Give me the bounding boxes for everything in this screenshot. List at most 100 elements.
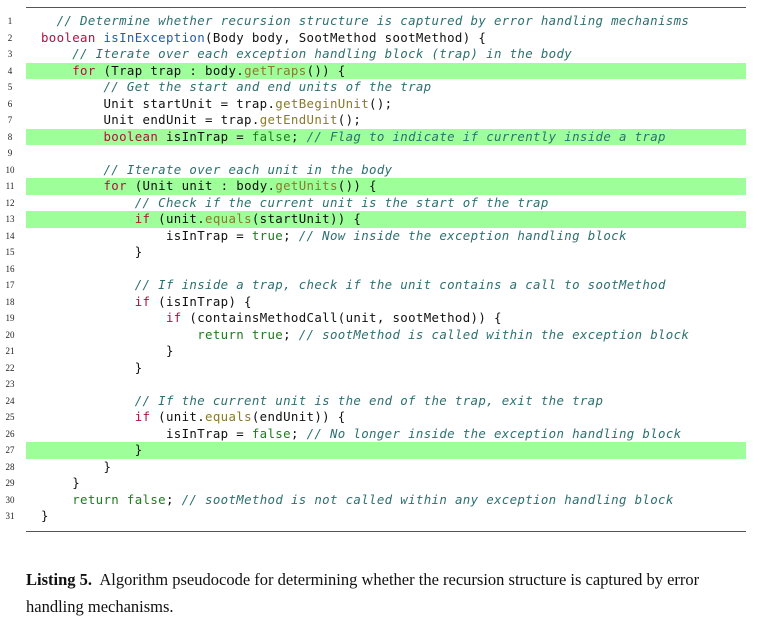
code-line: 3 // Iterate over each exception handlin… [0, 46, 761, 63]
code-line: 5 // Get the start and end units of the … [0, 79, 761, 96]
line-source: for (Unit unit : body.getUnits()) { [41, 178, 377, 195]
code-text [41, 63, 72, 78]
code-comment: // sootMethod is called within the excep… [298, 326, 690, 342]
line-number: 7 [7, 115, 13, 125]
code-text [41, 178, 103, 193]
code-token-call: equals [205, 409, 252, 424]
code-text: ; [283, 326, 299, 342]
code-line-highlighted: 8 boolean isInTrap = false; // Flag to i… [0, 128, 761, 146]
code-line: 19 if (containsMethodCall(unit, sootMeth… [0, 310, 761, 327]
code-text: ; [165, 491, 182, 507]
code-text: (Body body, SootMethod sootMethod) { [205, 29, 487, 45]
line-source: boolean isInException(Body body, SootMet… [41, 30, 486, 47]
code-text [119, 492, 127, 507]
line-source: // Check if the current unit is the star… [41, 195, 549, 212]
line-number: 5 [7, 82, 13, 92]
line-highlight [26, 128, 746, 145]
line-highlight [26, 62, 746, 79]
line-number: 9 [7, 148, 13, 158]
line-source: // Get the start and end units of the tr… [41, 79, 432, 96]
code-comment: // Iterate over each unit in the body [103, 161, 393, 177]
code-comment: // Determine whether recursion structure… [56, 13, 690, 28]
line-source: // Iterate over each exception handling … [41, 46, 572, 63]
code-text: (); [337, 112, 362, 127]
code-text: ; [290, 425, 307, 441]
line-source: if (unit.equals(startUnit)) { [41, 211, 361, 228]
code-token-call: getBeginUnit [275, 95, 370, 111]
code-text: } [41, 343, 174, 358]
line-source: } [41, 343, 174, 360]
code-line: 6 Unit startUnit = trap.getBeginUnit(); [0, 96, 761, 113]
line-source: return true; // sootMethod is called wit… [41, 327, 689, 344]
code-token-call: equals [205, 211, 252, 226]
code-token-kw2: false [251, 128, 291, 144]
code-token-fn: isInException [103, 29, 206, 45]
line-source: if (containsMethodCall(unit, sootMethod)… [41, 310, 502, 327]
code-line: 28 } [0, 459, 761, 476]
code-text: ; [283, 227, 299, 243]
code-comment: // Check if the current unit is the star… [134, 194, 549, 210]
code-token-kw: for [103, 178, 127, 193]
line-number: 6 [7, 98, 13, 109]
line-source: Unit startUnit = trap.getBeginUnit(); [41, 96, 392, 113]
line-number: 8 [7, 131, 13, 142]
line-number: 22 [5, 362, 15, 373]
line-number: 21 [5, 346, 15, 356]
code-line: 31} [0, 508, 761, 525]
line-source: // If the current unit is the end of the… [41, 393, 603, 410]
code-text [41, 79, 103, 94]
line-source: boolean isInTrap = false; // Flag to ind… [41, 129, 666, 146]
code-text: } [41, 359, 143, 375]
code-token-kw2: return [197, 326, 245, 342]
code-text: (endUnit)) { [251, 409, 346, 424]
code-text: isInTrap = [41, 227, 252, 243]
line-source: } [41, 508, 49, 525]
code-text: (unit. [150, 211, 206, 226]
listing-caption: Listing 5. Algorithm pseudocode for dete… [26, 566, 746, 620]
code-comment: // sootMethod is not called within any e… [181, 491, 674, 507]
code-token-kw: for [72, 62, 96, 78]
line-number: 23 [5, 379, 15, 389]
line-source: } [41, 459, 111, 476]
code-token-kw: if [165, 310, 182, 325]
code-line-highlighted: 11 for (Unit unit : body.getUnits()) { [0, 178, 761, 195]
caption-label: Listing 5. [26, 570, 93, 589]
code-text: (containsMethodCall(unit, sootMethod)) { [181, 310, 502, 325]
line-source: for (Trap trap : body.getTraps()) { [41, 63, 346, 80]
code-comment: // If inside a trap, check if the unit c… [134, 277, 666, 292]
line-number: 24 [5, 395, 15, 406]
code-text [41, 129, 103, 144]
code-comment: // No longer inside the exception handli… [306, 425, 682, 441]
code-line: 30 return false; // sootMethod is not ca… [0, 492, 761, 509]
listing-top-rule [26, 7, 746, 8]
line-highlight [26, 442, 746, 459]
line-source: Unit endUnit = trap.getEndUnit(); [41, 112, 361, 129]
code-line: 25 if (unit.equals(endUnit)) { [0, 409, 761, 426]
code-line: 24 // If the current unit is the end of … [0, 393, 761, 410]
code-line-highlighted: 13 if (unit.equals(startUnit)) { [0, 211, 761, 228]
code-text: Unit endUnit = trap. [41, 112, 260, 127]
code-token-kw: boolean [103, 128, 159, 144]
code-line: 21 } [0, 343, 761, 360]
code-token-call: getEndUnit [259, 112, 338, 127]
code-line-highlighted: 4 for (Trap trap : body.getTraps()) { [0, 62, 761, 80]
code-text [41, 294, 135, 309]
line-number: 20 [5, 329, 15, 340]
code-line: 18 if (isInTrap) { [0, 294, 761, 311]
line-number: 15 [5, 247, 15, 257]
line-number: 3 [7, 49, 13, 59]
code-line: 29 } [0, 475, 761, 492]
code-text [41, 195, 135, 210]
code-text [41, 277, 135, 292]
code-text: (startUnit)) { [251, 211, 362, 226]
code-line: 1 // Determine whether recursion structu… [0, 13, 761, 30]
line-source: isInTrap = false; // No longer inside th… [41, 426, 681, 443]
code-text: (Unit unit : body. [126, 178, 276, 193]
line-number: 1 [7, 16, 13, 26]
code-line: 17 // If inside a trap, check if the uni… [0, 277, 761, 294]
line-number: 10 [5, 164, 15, 175]
code-line: 10 // Iterate over each unit in the body [0, 162, 761, 179]
code-token-kw: if [134, 293, 151, 309]
code-text: } [41, 508, 49, 523]
line-number: 2 [7, 32, 13, 43]
